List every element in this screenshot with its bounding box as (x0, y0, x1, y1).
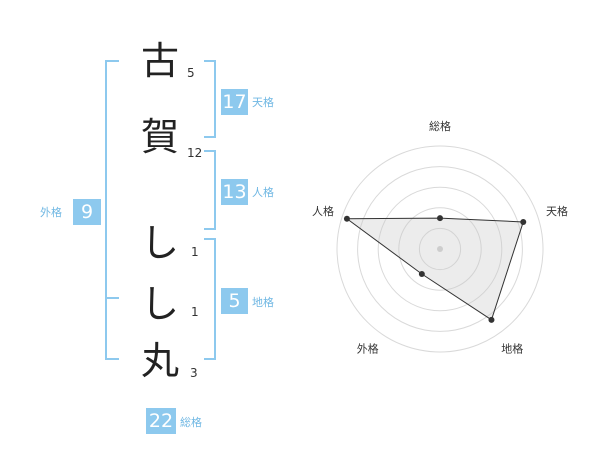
name-char-2: 賀 (140, 115, 179, 159)
radar-ring-2 (398, 207, 482, 291)
jinkaku-bracket (204, 150, 216, 230)
jinkaku-label: 人格 (252, 186, 274, 199)
radar-shape (343, 215, 527, 323)
radar-axis-label-1: 総格 (429, 119, 451, 133)
radar-point-5 (343, 215, 350, 222)
jinkaku-badge: 13 (221, 179, 248, 205)
soukaku-badge: 22 (146, 408, 176, 434)
stroke-count-5: 3 (190, 366, 198, 380)
chikaku-badge: 5 (221, 288, 248, 314)
radar-ring-3 (377, 186, 503, 312)
gaikaku-bracket (105, 60, 119, 360)
radar-point-1 (437, 215, 443, 222)
radar-ring-1 (418, 227, 462, 271)
radar-point-2 (520, 218, 527, 225)
stroke-count-4: 1 (191, 305, 199, 319)
gaikaku-label: 外格 (40, 206, 62, 219)
radar-ring-4 (357, 166, 523, 332)
name-char-3: し (140, 221, 179, 265)
chikaku-bracket (204, 238, 216, 360)
radar-point-3 (488, 316, 495, 323)
stroke-count-1: 5 (187, 66, 195, 80)
radar-point-4 (418, 270, 425, 277)
chikaku-label: 地格 (252, 296, 274, 309)
radar-area (345, 217, 524, 321)
radar-axis-label-3: 地格 (501, 342, 523, 356)
name-char-1: 古 (140, 39, 179, 83)
tenkaku-label: 天格 (252, 96, 274, 109)
radar-grid (336, 145, 544, 353)
radar-ring-5 (336, 145, 544, 353)
radar-axis-label-4: 外格 (357, 342, 379, 356)
radar-center (437, 246, 443, 252)
radar-axis-label-5: 人格 (312, 204, 334, 218)
soukaku-label: 総格 (180, 416, 202, 429)
tenkaku-bracket (204, 60, 216, 138)
radar-axis-label-2: 天格 (546, 204, 568, 218)
stroke-count-2: 12 (187, 146, 203, 160)
name-char-4: し (140, 282, 179, 326)
gaikaku-bracket-divider (105, 297, 119, 299)
tenkaku-badge: 17 (221, 89, 248, 115)
name-char-5: 丸 (140, 339, 179, 383)
stroke-count-3: 1 (191, 245, 199, 259)
gaikaku-badge: 9 (73, 199, 101, 225)
